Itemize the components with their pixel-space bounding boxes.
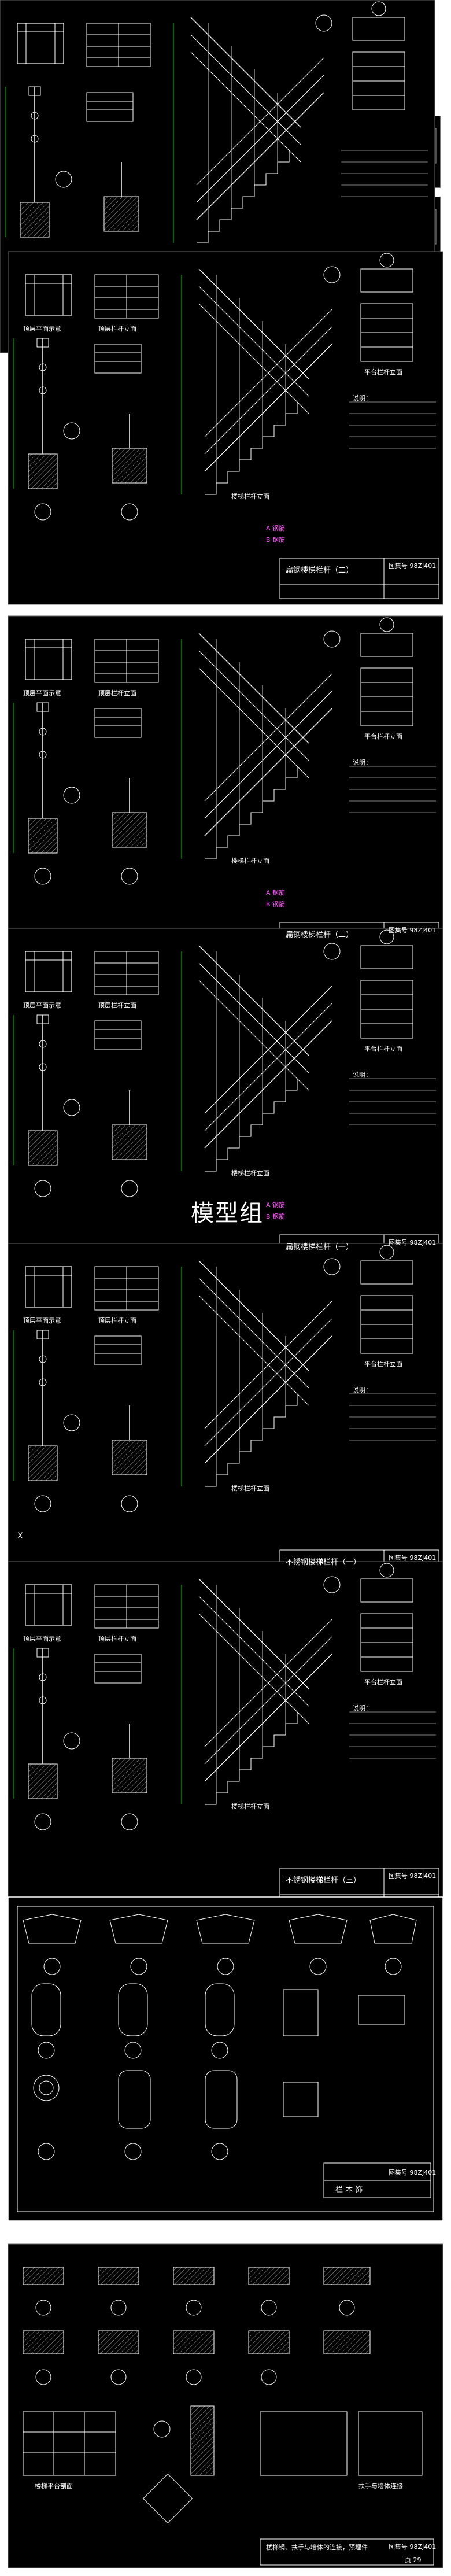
sheet-5-label-4: 平台栏杆立面	[364, 1678, 402, 1686]
sheet-3-title: 扁钢楼梯栏杆（一）	[286, 1243, 354, 1252]
sheet-4-label-2: 顶层栏杆立面	[98, 1317, 136, 1324]
sheet-3-label-2: 顶层栏杆立面	[98, 1002, 136, 1009]
sheet-5-title: 不锈钢楼梯栏杆（三）	[286, 1876, 361, 1885]
sheet-7-label-2: 扶手与墙体连接	[358, 2482, 403, 2490]
sheet-3-label-4: 平台栏杆立面	[364, 1045, 402, 1053]
pink-note-b: B 钢筋	[266, 536, 286, 544]
sheet-7-title: 楼梯钢、扶手与墙体的连接，预埋件	[266, 2544, 368, 2551]
sheet-2-code: 图集号 98ZJ401	[389, 927, 437, 934]
sheet-4-drawing	[8, 1243, 443, 1597]
sheet-2-drawing	[8, 615, 443, 969]
sheet-2-label-3: 楼梯栏杆立面	[231, 857, 269, 865]
pink-note-b-3: B 钢筋	[266, 1213, 286, 1220]
sheet-4-label-3: 楼梯栏杆立面	[231, 1485, 269, 1492]
sheet-7-code: 图集号 98ZJ401	[389, 2543, 437, 2551]
sheet-6-code: 图集号 98ZJ401	[389, 2169, 437, 2176]
watermark: 模型组	[191, 1200, 264, 1227]
sheet-3-label-5: 说明：	[353, 1071, 372, 1079]
sheet-4-label-4: 平台栏杆立面	[364, 1360, 402, 1368]
sheet-1-drawing	[8, 251, 443, 605]
sheet-2-label-5: 说明：	[353, 759, 372, 766]
sheet-4-label-5: 说明：	[353, 1386, 372, 1394]
sheet-6-drawing	[8, 1896, 443, 2221]
sheet-5-code: 图集号 98ZJ401	[389, 1872, 437, 1880]
sheet-1-code: 图集号 98ZJ401	[389, 562, 437, 570]
sheet-2-label-1: 顶层平面示意	[23, 689, 61, 697]
sheet-3-code: 图集号 98ZJ401	[389, 1239, 437, 1246]
sheet-2-label-2: 顶层栏杆立面	[98, 689, 136, 697]
pink-note-a-3: A 钢筋	[266, 1201, 286, 1209]
pink-note-a: A 钢筋	[266, 525, 286, 532]
pink-note-b-2: B 钢筋	[266, 901, 286, 908]
sheet-1-label-5: 说明：	[353, 394, 372, 402]
sheet-6-title: 栏 木 饰	[335, 2186, 363, 2194]
sheet-3-label-1: 顶层平面示意	[23, 1002, 61, 1009]
sheet-1-label-1: 顶层平面示意	[23, 325, 61, 333]
sheet-2-label-4: 平台栏杆立面	[364, 733, 402, 740]
x-mark-label: X	[17, 1531, 23, 1541]
sheet-1-label-4: 平台栏杆立面	[364, 368, 402, 376]
sheet-4-label-1: 顶层平面示意	[23, 1317, 61, 1324]
sheet-5-label-3: 楼梯栏杆立面	[231, 1803, 269, 1810]
pink-note-a-2: A 钢筋	[266, 889, 286, 896]
sheet-7-label-1: 楼梯平台剖面	[35, 2482, 73, 2490]
sheet-7-drawing	[8, 2243, 443, 2568]
sheet-3-drawing	[8, 928, 443, 1282]
sheet-7-page: 页 29	[405, 2556, 422, 2564]
sheet-5-label-2: 顶层栏杆立面	[98, 1635, 136, 1643]
sheet-1-title: 扁钢楼梯栏杆（二）	[286, 566, 354, 575]
sheet-5-drawing	[8, 1561, 443, 1915]
sheet-4-code: 图集号 98ZJ401	[389, 1554, 437, 1562]
sheet-1-label-2: 顶层栏杆立面	[98, 325, 136, 333]
sheet-2-title: 扁钢楼梯栏杆（二）	[286, 931, 354, 939]
sheet-5-label-5: 说明：	[353, 1704, 372, 1712]
sheet-5-label-1: 顶层平面示意	[23, 1635, 61, 1643]
sheet-3-label-3: 楼梯栏杆立面	[231, 1169, 269, 1177]
sheet-4-title: 不锈钢楼梯栏杆（一）	[286, 1558, 361, 1567]
sheet-1-label-3: 楼梯栏杆立面	[231, 493, 269, 500]
